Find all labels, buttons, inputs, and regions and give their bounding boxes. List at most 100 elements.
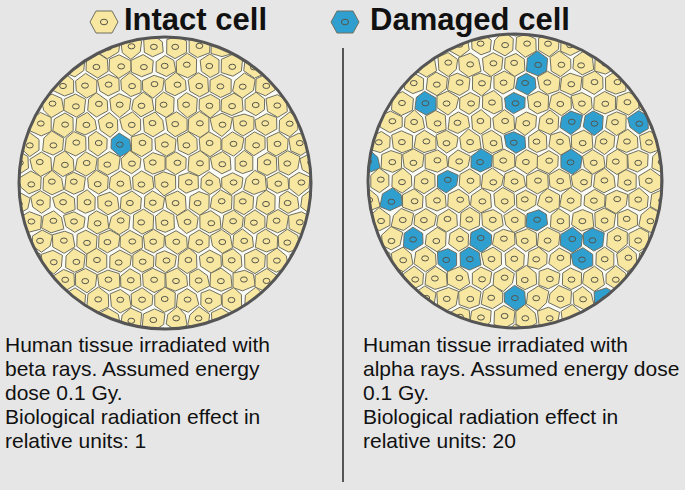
cell-nucleus	[601, 257, 608, 262]
cell-nucleus	[230, 219, 237, 224]
cell	[528, 247, 548, 269]
cell	[313, 172, 332, 193]
cell-nucleus	[128, 122, 135, 127]
cell	[403, 189, 424, 211]
cell	[516, 229, 537, 252]
cell	[526, 286, 548, 311]
cell-nucleus	[128, 44, 135, 49]
cell-nucleus	[264, 160, 271, 165]
tissue-outline	[368, 34, 662, 328]
cell	[65, 132, 86, 156]
caption-text: Human tissue irradiated with beta rays. …	[5, 333, 310, 405]
cell-nucleus	[477, 41, 484, 46]
cell	[628, 151, 649, 173]
cell	[560, 188, 582, 212]
cell-nucleus	[375, 140, 382, 145]
cell-nucleus	[557, 296, 564, 301]
cell-nucleus	[197, 121, 204, 126]
cell-nucleus	[263, 278, 270, 283]
cell-nucleus	[94, 221, 101, 226]
cell	[414, 209, 436, 231]
cell-nucleus	[614, 236, 621, 241]
cell-nucleus	[399, 100, 406, 105]
cell-nucleus	[579, 141, 586, 146]
cell-nucleus	[591, 80, 598, 85]
cell-nucleus	[73, 104, 80, 109]
cell	[472, 110, 491, 135]
cell	[583, 71, 603, 94]
cell-nucleus	[319, 181, 326, 186]
cell-nucleus	[36, 159, 43, 164]
cell	[188, 151, 209, 176]
cell	[166, 112, 188, 137]
cell	[245, 249, 266, 274]
cell	[155, 210, 174, 232]
cell-nucleus	[488, 257, 495, 262]
cell-nucleus	[129, 239, 136, 244]
cell-nucleus	[600, 139, 607, 144]
cell-nucleus	[160, 102, 167, 107]
cell-nucleus	[161, 296, 168, 301]
cell	[176, 210, 198, 234]
cell-nucleus	[581, 180, 588, 185]
cell-nucleus	[635, 238, 642, 243]
cell-nucleus	[161, 182, 168, 187]
cell-nucleus	[602, 101, 609, 106]
cell-nucleus	[104, 240, 111, 245]
cell	[571, 169, 592, 192]
cell-nucleus	[511, 60, 518, 65]
cell-nucleus	[94, 257, 101, 262]
cell-nucleus	[512, 101, 519, 106]
cell	[53, 192, 76, 214]
cell-nucleus	[206, 103, 213, 108]
cell-nucleus	[521, 238, 528, 243]
cell	[380, 188, 402, 211]
cell-nucleus	[151, 277, 158, 282]
cell	[481, 285, 503, 309]
cell-nucleus	[217, 84, 224, 89]
cell-nucleus	[624, 139, 631, 144]
cell-nucleus	[49, 179, 56, 184]
cell	[550, 51, 571, 77]
cell	[472, 267, 492, 290]
cell-nucleus	[422, 256, 429, 261]
cell	[481, 247, 501, 271]
cell	[120, 112, 141, 136]
cell-nucleus	[444, 177, 451, 182]
cell-nucleus	[284, 200, 291, 205]
cell-nucleus	[151, 44, 158, 49]
cell	[222, 132, 244, 156]
cell-nucleus	[400, 258, 407, 263]
cell	[571, 93, 592, 115]
cell-nucleus	[421, 179, 428, 184]
cell-nucleus	[477, 235, 484, 240]
cell	[233, 229, 254, 252]
cell	[549, 248, 571, 271]
cell-nucleus	[601, 218, 608, 223]
cell-nucleus	[241, 238, 248, 243]
cell	[244, 170, 267, 194]
cell	[482, 130, 503, 153]
caption-text: Biological radiation effect in relative …	[363, 405, 663, 453]
cell-nucleus	[432, 315, 439, 320]
cell	[66, 249, 86, 273]
cell-nucleus	[500, 158, 507, 163]
cell-nucleus	[434, 158, 441, 163]
cell	[189, 34, 210, 57]
cell-nucleus	[591, 277, 598, 282]
cell-nucleus	[173, 316, 180, 321]
cell	[64, 94, 86, 117]
cell	[560, 111, 583, 135]
cell-nucleus	[614, 197, 621, 202]
cell-nucleus	[151, 82, 158, 87]
cell-nucleus	[511, 179, 518, 184]
cell	[178, 93, 198, 118]
cell	[154, 172, 175, 196]
cell	[189, 192, 209, 216]
cell-nucleus	[501, 313, 508, 318]
cell-nucleus	[286, 121, 293, 126]
cell	[144, 153, 166, 174]
cell-nucleus	[26, 143, 33, 148]
cell	[235, 150, 253, 173]
cell-nucleus	[95, 140, 102, 145]
